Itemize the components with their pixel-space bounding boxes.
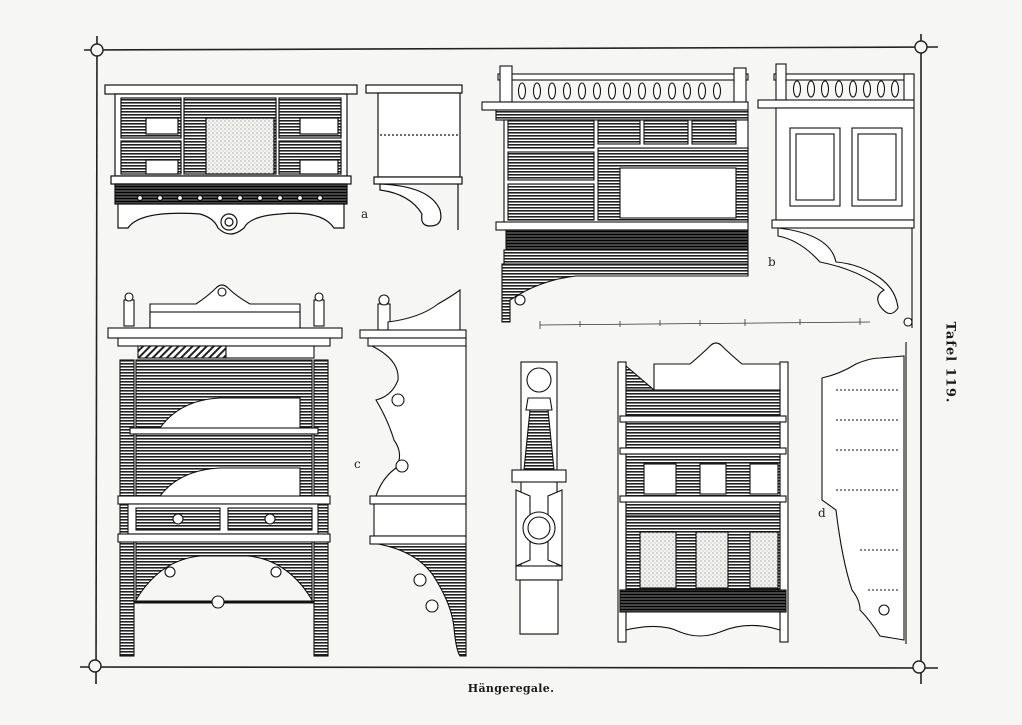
figure-d-front bbox=[617, 342, 789, 643]
column-detail bbox=[511, 361, 567, 635]
plate-caption: Hängeregale. bbox=[467, 682, 555, 695]
figure-label-a: a bbox=[361, 207, 369, 221]
figure-a-front bbox=[104, 84, 358, 235]
scale-bar bbox=[539, 318, 871, 329]
plate-number: Tafel 119. bbox=[942, 321, 958, 404]
figure-b-side bbox=[757, 63, 915, 328]
figure-c-side bbox=[359, 288, 467, 657]
figure-label-d: d bbox=[818, 506, 826, 520]
figure-c-front bbox=[107, 284, 343, 657]
figure-label-c: c bbox=[354, 457, 361, 471]
figure-a-side bbox=[365, 84, 463, 230]
figure-d-side bbox=[821, 342, 907, 644]
plate-frame bbox=[79, 34, 939, 685]
figure-b-front bbox=[481, 65, 749, 323]
figure-label-b: b bbox=[768, 255, 776, 269]
